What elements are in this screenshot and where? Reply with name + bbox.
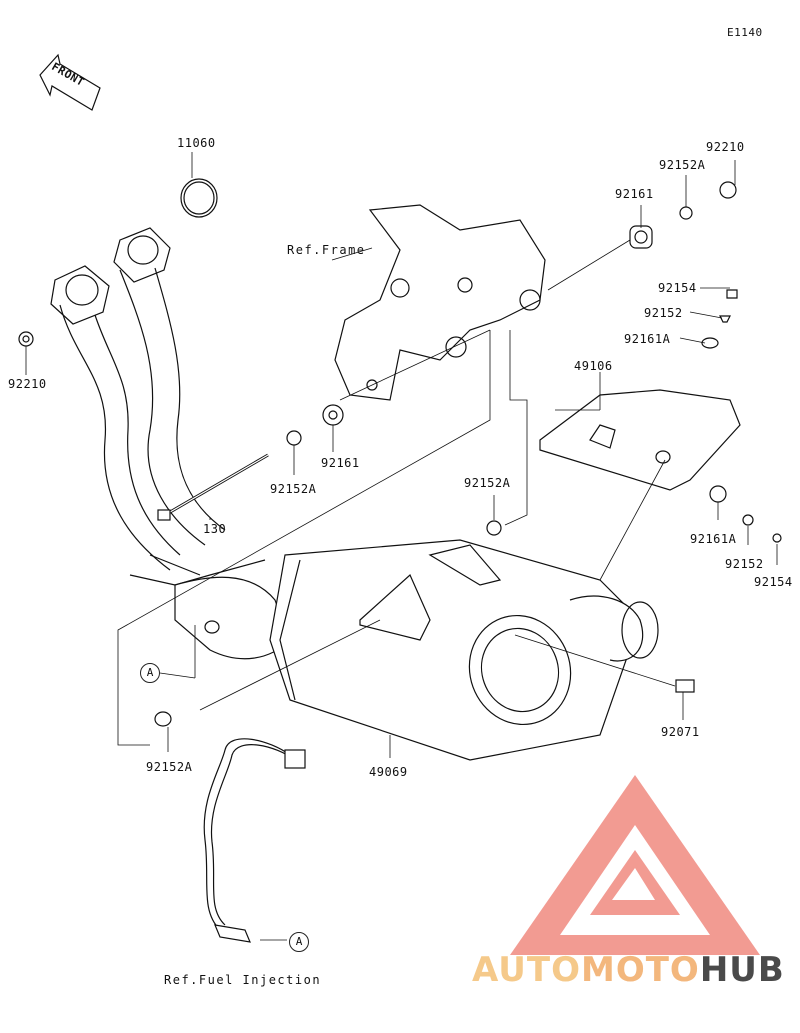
frame-bracket	[334, 204, 546, 401]
ref-frame-label: Ref.Frame	[287, 243, 366, 257]
part-label-92152A-mid: 92152A	[270, 482, 317, 496]
part-label-92071: 92071	[661, 725, 700, 739]
part-label-92152A-top: 92152A	[659, 158, 706, 172]
front-arrow-icon	[39, 53, 101, 111]
part-label-92210-left: 92210	[8, 377, 47, 391]
part-label-92152-top: 92152	[644, 306, 683, 320]
part-label-11060: 11060	[177, 136, 216, 150]
part-label-92161-mid: 92161	[321, 456, 360, 470]
small-parts	[18, 181, 782, 727]
part-label-92152-right: 92152	[725, 557, 764, 571]
header-pipes	[50, 227, 266, 586]
bolt-130	[157, 453, 269, 521]
o2-sensor	[203, 738, 306, 943]
part-label-130: 130	[203, 522, 227, 536]
part-label-49069: 49069	[369, 765, 408, 779]
watermark-auto: AUTO	[472, 950, 581, 990]
callout-a-top: A	[140, 663, 160, 683]
watermark-hub: HUB	[699, 950, 785, 990]
part-label-92152A-bottom: 92152A	[146, 760, 193, 774]
heat-shield-49106	[539, 389, 741, 491]
part-label-92154-top: 92154	[658, 281, 697, 295]
watermark-moto: MOTO	[580, 950, 700, 990]
ref-fuel-injection-label: Ref.Fuel Injection	[164, 973, 322, 987]
gasket-11060	[180, 178, 218, 218]
part-label-92152A-center: 92152A	[464, 476, 511, 490]
diagram-code: E1140	[727, 26, 763, 39]
part-label-92161-top: 92161	[615, 187, 654, 201]
callout-a-bottom: A	[289, 932, 309, 952]
part-label-92161A-top: 92161A	[624, 332, 671, 346]
watermark-logo	[510, 775, 760, 955]
part-label-92161A-right: 92161A	[690, 532, 737, 546]
part-label-92154-right: 92154	[754, 575, 793, 589]
part-label-92210-right: 92210	[706, 140, 745, 154]
muffler-49069	[269, 539, 659, 761]
watermark-text: AUTOMOTOHUB	[472, 950, 785, 990]
part-label-49106: 49106	[574, 359, 613, 373]
